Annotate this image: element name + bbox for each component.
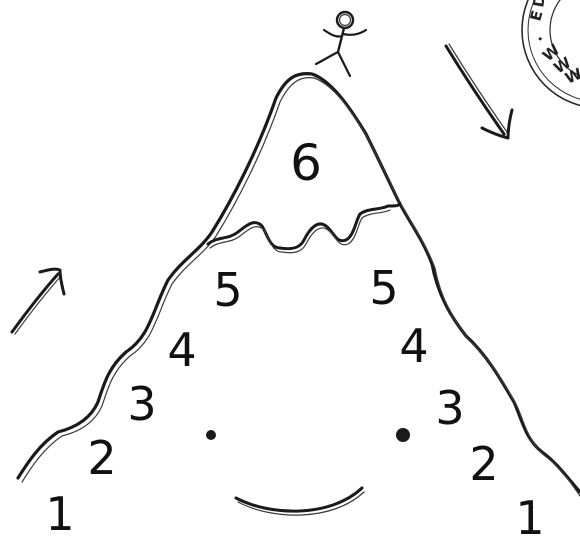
face-left-eye: [206, 430, 216, 440]
down-arrow: [446, 44, 512, 138]
left-label-3: 3: [127, 377, 156, 431]
climber-figure: [316, 12, 366, 76]
left-label-2: 2: [87, 431, 116, 485]
watermark-stamp: E D W W W .: [522, 0, 580, 108]
right-label-4: 4: [399, 319, 428, 373]
face-right-eye: [396, 428, 410, 442]
peak-label: 6: [290, 134, 322, 192]
right-label-2: 2: [469, 437, 498, 491]
left-label-1: 1: [45, 487, 74, 540]
left-label-5: 5: [213, 263, 242, 317]
stamp-dot: .: [528, 28, 547, 44]
up-arrow: [12, 269, 64, 334]
snow-line: [208, 204, 400, 253]
right-label-5: 5: [369, 261, 398, 315]
face-smile: [236, 488, 364, 515]
right-label-1: 1: [515, 491, 544, 540]
right-label-3: 3: [435, 381, 464, 435]
left-label-4: 4: [167, 323, 196, 377]
